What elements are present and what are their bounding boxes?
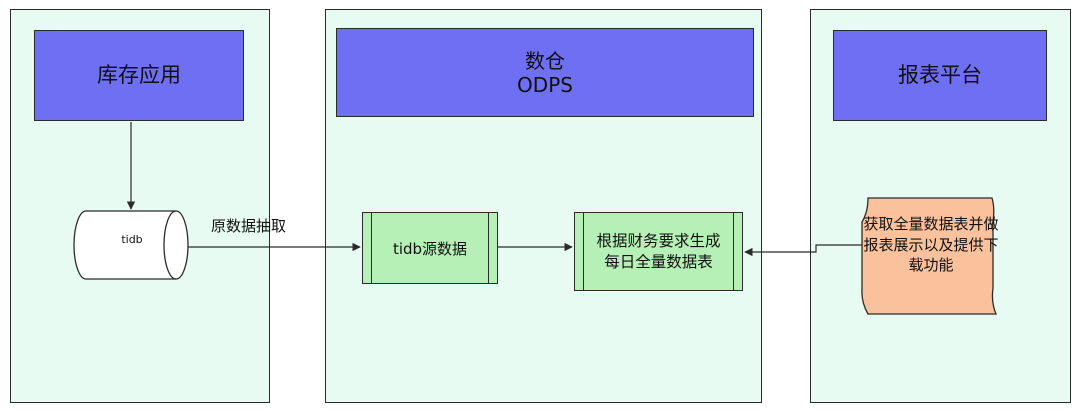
tidb-label: tidb (121, 233, 143, 246)
daily-full-data-label: 根据财务要求生成每日全量数据表 (596, 231, 721, 271)
inventory-app-title: 库存应用 (97, 62, 181, 87)
report-platform-title: 报表平台 (898, 62, 982, 87)
report-tape-label: 获取全量数据表并做报表展示以及提供下载功能 (863, 215, 999, 275)
inventory-app-header: 库存应用 (34, 30, 244, 121)
tidb-cylinder-shape (73, 210, 189, 280)
data-warehouse-header: 数仓 ODPS (336, 28, 754, 117)
report-platform-header: 报表平台 (833, 30, 1047, 121)
data-warehouse-title-line2: ODPS (517, 72, 573, 97)
daily-full-data-node: 根据财务要求生成每日全量数据表 (574, 212, 743, 291)
extract-edge-label: 原数据抽取 (211, 217, 287, 235)
tidb-source-node: tidb源数据 (362, 212, 498, 284)
data-warehouse-title-line1: 数仓 (525, 48, 565, 73)
report-tape-shape (861, 197, 997, 315)
tidb-source-label: tidb源数据 (392, 239, 468, 258)
arrow-report-to-daily (744, 244, 862, 257)
